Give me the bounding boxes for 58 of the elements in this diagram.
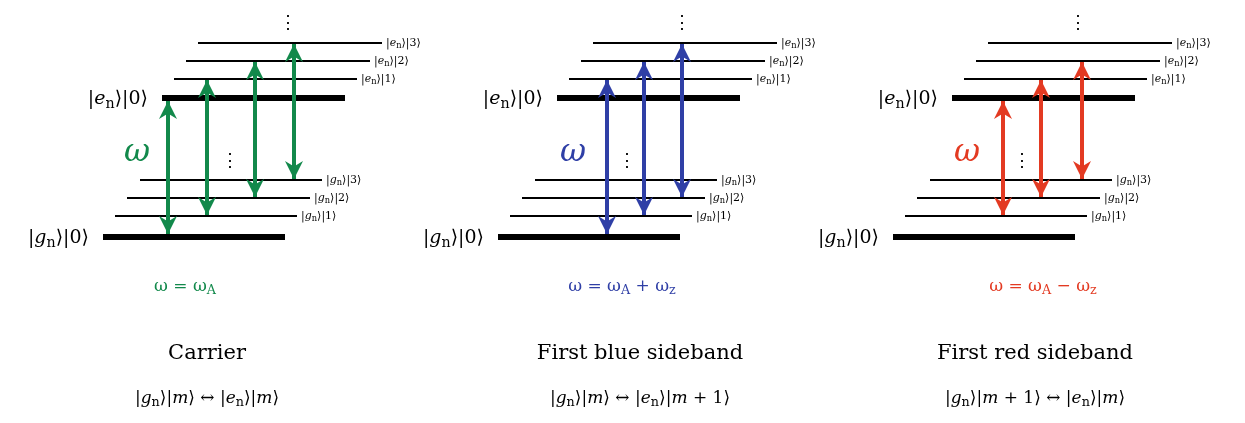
ellipsis-mark: ⋮ — [279, 13, 297, 31]
state-label: |e$_{n}$⟩|3⟩ — [1176, 37, 1211, 48]
panel-title: Carrier — [168, 341, 246, 363]
state-label: |e$_{n}$⟩|0⟩ — [482, 88, 543, 107]
state-label: |g$_{n}$⟩|0⟩ — [817, 227, 879, 246]
energy-level-bar — [893, 234, 1075, 240]
double-arrow — [598, 80, 616, 234]
ellipsis-mark: ⋮ — [221, 151, 239, 169]
state-label: |g$_{n}$⟩|1⟩ — [696, 210, 732, 221]
panel-title: First red sideband — [936, 341, 1134, 363]
double-arrow — [159, 101, 177, 234]
state-label: |e$_{n}$⟩|1⟩ — [361, 73, 396, 84]
state-label: |e$_{n}$⟩|0⟩ — [877, 88, 938, 107]
double-arrow — [285, 44, 303, 179]
frequency-symbol: ω — [123, 134, 151, 166]
panel-title: First blue sideband — [536, 341, 744, 363]
state-label: |e$_{n}$⟩|2⟩ — [769, 55, 804, 66]
transition-formula: |g$_{n}$⟩|m⟩ ↔ |e$_{n}$⟩|m + 1⟩ — [550, 388, 730, 406]
state-label: |g$_{n}$⟩|3⟩ — [1116, 174, 1152, 185]
state-label: |e$_{n}$⟩|1⟩ — [1151, 73, 1186, 84]
ellipsis-mark: ⋮ — [618, 151, 636, 169]
double-arrow — [994, 101, 1012, 215]
state-label: |g$_{n}$⟩|3⟩ — [326, 174, 362, 185]
ellipsis-mark: ⋮ — [1069, 13, 1087, 31]
energy-level-bar — [498, 234, 680, 240]
state-label: |e$_{n}$⟩|2⟩ — [374, 55, 409, 66]
energy-level-bar — [557, 95, 740, 101]
ellipsis-mark: ⋮ — [673, 13, 691, 31]
state-label: |g$_{n}$⟩|0⟩ — [27, 227, 89, 246]
double-arrow — [673, 44, 691, 197]
double-arrow — [1073, 62, 1091, 179]
state-label: |e$_{n}$⟩|0⟩ — [87, 88, 148, 107]
state-label: |e$_{n}$⟩|2⟩ — [1164, 55, 1199, 66]
double-arrow — [198, 80, 216, 215]
energy-level-bar — [103, 234, 285, 240]
double-arrow — [1032, 80, 1050, 197]
double-arrow — [635, 62, 653, 215]
frequency-symbol: ω — [953, 134, 981, 166]
transition-formula: |g$_{n}$⟩|m⟩ ↔ |e$_{n}$⟩|m⟩ — [134, 388, 280, 406]
frequency-formula: ω = ω$_{A}$ + ω$_{z}$ — [568, 276, 676, 294]
frequency-formula: ω = ω$_{A}$ — [154, 276, 216, 294]
state-label: |g$_{n}$⟩|0⟩ — [422, 227, 484, 246]
ellipsis-mark: ⋮ — [1013, 151, 1031, 169]
frequency-symbol: ω — [559, 134, 587, 166]
state-label: |g$_{n}$⟩|2⟩ — [709, 192, 745, 203]
energy-level-bar — [162, 95, 345, 101]
energy-level-bar — [952, 95, 1135, 101]
state-label: |g$_{n}$⟩|2⟩ — [1104, 192, 1140, 203]
state-label: |g$_{n}$⟩|1⟩ — [1091, 210, 1127, 221]
double-arrow — [246, 62, 264, 197]
state-label: |e$_{n}$⟩|3⟩ — [781, 37, 816, 48]
state-label: |g$_{n}$⟩|3⟩ — [721, 174, 757, 185]
transition-formula: |g$_{n}$⟩|m + 1⟩ ↔ |e$_{n}$⟩|m⟩ — [945, 388, 1125, 406]
frequency-formula: ω = ω$_{A}$ − ω$_{z}$ — [989, 276, 1097, 294]
state-label: |g$_{n}$⟩|1⟩ — [301, 210, 337, 221]
state-label: |e$_{n}$⟩|3⟩ — [386, 37, 421, 48]
state-label: |g$_{n}$⟩|2⟩ — [314, 192, 350, 203]
state-label: |e$_{n}$⟩|1⟩ — [756, 73, 791, 84]
